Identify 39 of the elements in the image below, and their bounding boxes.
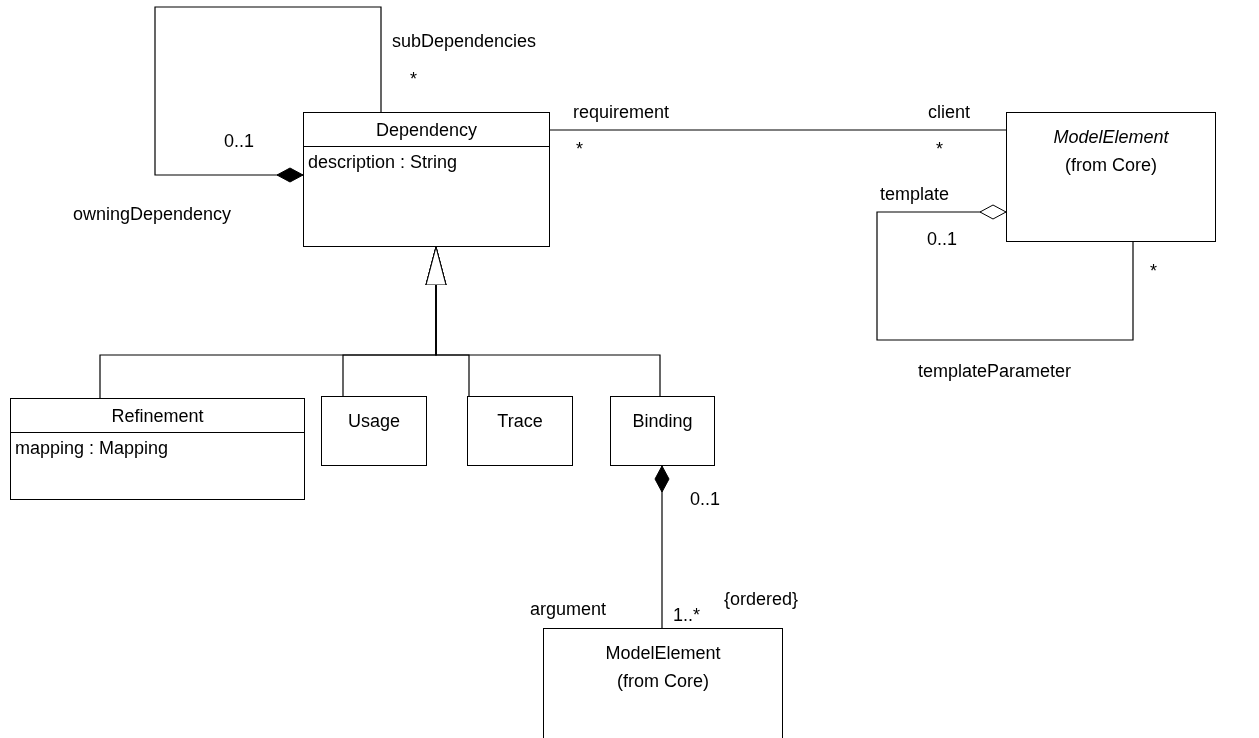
package-note: (from Core) xyxy=(1065,154,1157,177)
class-box xyxy=(1006,112,1216,242)
multiplicity: 1..* xyxy=(673,604,701,627)
class-box xyxy=(321,396,427,466)
composition-line xyxy=(876,204,1134,341)
class-box xyxy=(467,396,573,466)
role-name: subDependencies xyxy=(392,30,537,53)
role-name: client xyxy=(928,101,971,124)
class-box xyxy=(543,628,783,738)
class-box xyxy=(303,112,550,247)
multiplicity: * xyxy=(1150,260,1157,283)
multiplicity: * xyxy=(576,138,583,161)
multiplicity: 0..1 xyxy=(927,228,958,251)
class-name: Refinement xyxy=(111,406,204,425)
attribute-text: description : String xyxy=(307,151,459,174)
multiplicity: 0..1 xyxy=(690,488,721,511)
package-note: (from Core) xyxy=(617,670,709,693)
class-name: Trace xyxy=(497,410,543,433)
role-name: templateParameter xyxy=(918,360,1072,383)
class-box xyxy=(610,396,715,466)
composition-line xyxy=(154,6,382,183)
multiplicity: * xyxy=(410,68,417,91)
class-name: Dependency xyxy=(375,120,478,139)
constraint-text: {ordered} xyxy=(724,588,799,611)
role-name: requirement xyxy=(573,101,670,124)
generalization-arrow xyxy=(425,246,661,397)
attribute-text: mapping : Mapping xyxy=(14,437,170,460)
class-name: ModelElement xyxy=(605,642,721,665)
multiplicity: * xyxy=(936,138,943,161)
class-box xyxy=(10,398,305,500)
role-name: owningDependency xyxy=(73,203,232,226)
composition-line xyxy=(654,465,670,629)
class-name: Usage xyxy=(348,410,400,433)
role-name: argument xyxy=(530,598,607,621)
class-name: ModelElement xyxy=(1053,126,1169,149)
role-name: template xyxy=(880,183,950,206)
association-line xyxy=(549,129,1007,131)
class-name: Binding xyxy=(632,410,693,433)
multiplicity: 0..1 xyxy=(224,130,255,153)
